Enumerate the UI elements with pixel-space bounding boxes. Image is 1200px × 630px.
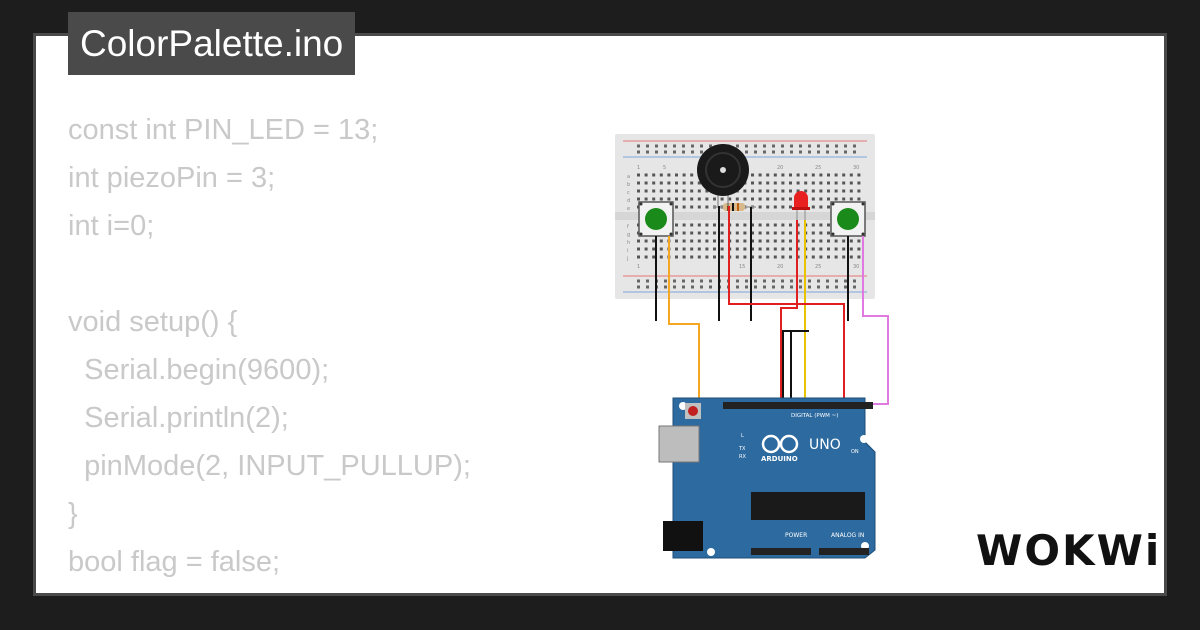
board-model: UNO xyxy=(809,437,841,453)
col-label: 25 xyxy=(815,264,821,270)
on-label: ON xyxy=(851,449,859,455)
row-label: f xyxy=(627,224,629,230)
arduino-uno[interactable]: UNO ARDUINO DIGITAL (PWM ~) POWER ANALOG… xyxy=(658,397,876,559)
col-label: 15 xyxy=(739,264,745,270)
code-line: int piezoPin = 3; xyxy=(68,162,276,194)
code-line: bool flag = false; xyxy=(68,546,281,578)
row-label: a xyxy=(627,174,630,180)
code-line: int CCsolveTime = 0; xyxy=(68,586,588,593)
atmega-chip xyxy=(751,492,865,520)
digital-header xyxy=(723,402,873,409)
col-label: 30 xyxy=(853,264,859,270)
row-label: d xyxy=(627,198,630,204)
wire-black xyxy=(782,330,809,406)
reset-button[interactable] xyxy=(688,406,698,416)
code-line: void setup() { xyxy=(68,306,238,338)
col-label: 30 xyxy=(853,165,859,171)
code-line xyxy=(68,250,588,298)
col-label: 20 xyxy=(777,264,783,270)
pushbutton-left[interactable] xyxy=(638,201,674,237)
code-line: Serial.begin(9600); xyxy=(68,354,330,386)
led-label-tx: TX xyxy=(738,446,746,452)
analog-label: ANALOG IN xyxy=(831,532,864,539)
digital-label: DIGITAL (PWM ~) xyxy=(791,413,838,419)
wire-orange xyxy=(668,236,700,406)
code-line: } xyxy=(68,498,78,530)
col-label: 1 xyxy=(637,264,640,270)
col-label: 25 xyxy=(815,165,821,171)
row-label: b xyxy=(627,182,630,188)
code-line: Serial.println(2); xyxy=(68,402,289,434)
power-jack xyxy=(663,521,703,551)
breadboard: 1 5 10 15 20 25 30 1 15 20 25 30 a b c d… xyxy=(615,134,875,299)
col-label: 5 xyxy=(663,165,666,171)
piezo-buzzer[interactable] xyxy=(697,144,749,206)
col-label: 1 xyxy=(637,165,640,171)
code-preview: const int PIN_LED = 13; int piezoPin = 3;… xyxy=(68,106,588,593)
analog-header xyxy=(819,548,869,555)
row-label: e xyxy=(627,206,630,212)
usb-port xyxy=(658,425,700,463)
code-line: pinMode(2, INPUT_PULLUP); xyxy=(68,450,471,482)
circuit-diagram: 1 5 10 15 20 25 30 1 15 20 25 30 a b c d… xyxy=(615,134,889,559)
board-brand: ARDUINO xyxy=(761,455,798,463)
button-cap-icon xyxy=(645,208,667,230)
code-line: const int PIN_LED = 13; xyxy=(68,114,379,146)
power-label: POWER xyxy=(785,532,807,539)
wokwi-logo-text: WOKWi xyxy=(976,526,1161,575)
row-label: j xyxy=(626,256,628,262)
row-label: h xyxy=(627,240,630,246)
button-cap-icon xyxy=(837,208,859,230)
wire-red xyxy=(728,206,845,406)
wokwi-logo: WOKWi xyxy=(976,526,1161,575)
col-label: 20 xyxy=(777,165,783,171)
power-header xyxy=(751,548,811,555)
row-label: i xyxy=(627,248,628,254)
pushbutton-right[interactable] xyxy=(830,201,866,237)
breadboard-center-gap xyxy=(615,212,875,220)
row-label: g xyxy=(627,232,630,238)
row-label: c xyxy=(627,190,630,196)
led-label-rx: RX xyxy=(739,454,746,460)
preview-card: const int PIN_LED = 13; int piezoPin = 3;… xyxy=(33,33,1167,596)
file-title: ColorPalette.ino xyxy=(68,12,356,75)
led-label-l: L xyxy=(741,433,744,439)
led-red[interactable] xyxy=(792,191,810,220)
code-line: int i=0; xyxy=(68,210,155,242)
